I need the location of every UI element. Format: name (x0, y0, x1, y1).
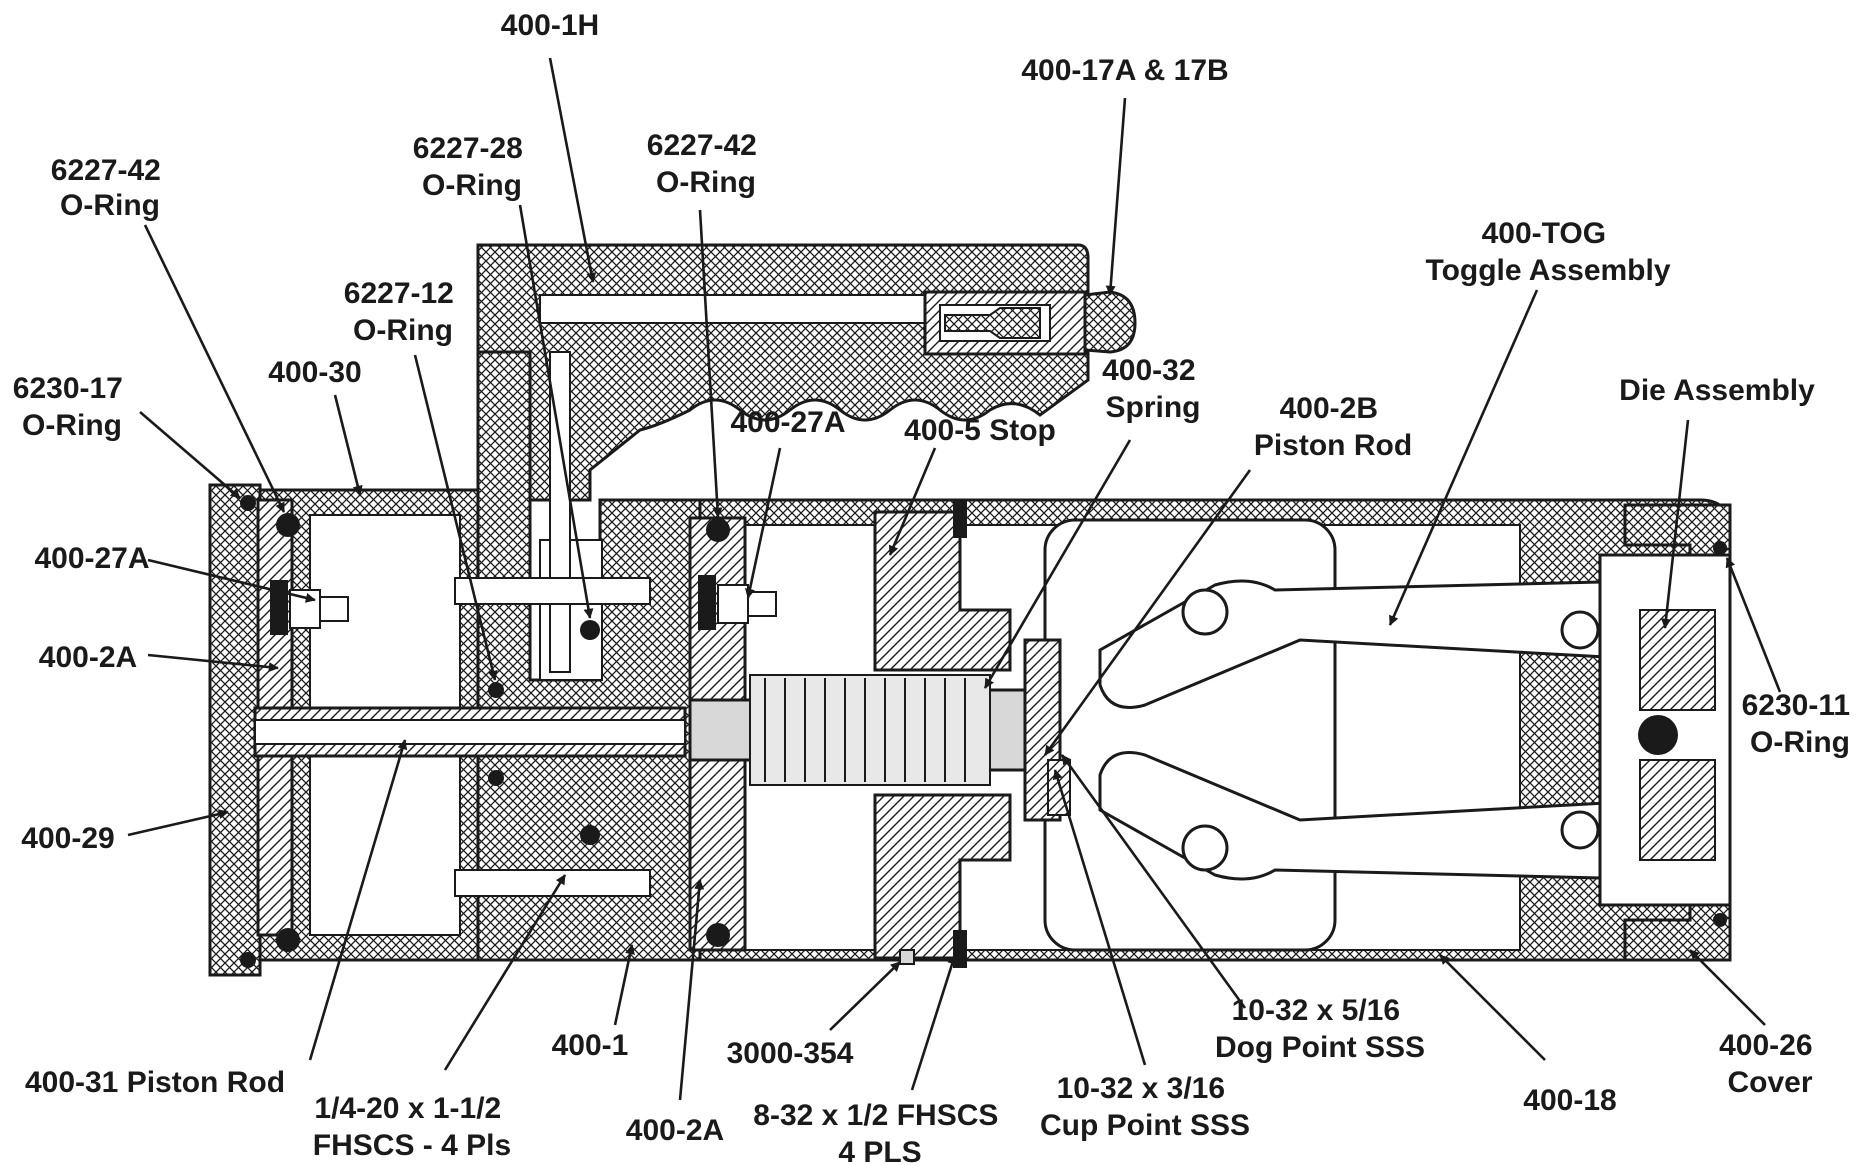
leader-6227-28 (518, 204, 594, 619)
label-6227-12: 6227-12 O-Ring (344, 277, 462, 347)
label-10-32-cup: 10-32 x 3/16 Cup Point SSS (1040, 1072, 1250, 1142)
leader-400-30 (333, 394, 363, 496)
toggle-pin-lower (1181, 824, 1229, 872)
leader-6230-11 (1725, 557, 1782, 693)
o-ring-6227-42-left-lower (276, 928, 300, 952)
leader-6227-42-mid (698, 209, 723, 518)
leader-400-17ab (1105, 97, 1127, 296)
label-6230-11: 6230-11 O-Ring (1742, 689, 1859, 759)
valve-knob (1083, 290, 1137, 354)
toggle-pin-right-lower (1560, 810, 1600, 850)
leader-400-2a-left (147, 653, 279, 673)
leader-6227-42-left (143, 224, 286, 513)
leader-fhscs-quarter (443, 874, 567, 1071)
leader-400-27a-mid (745, 447, 782, 599)
leader-400-2b (1043, 469, 1252, 756)
label-6227-28: 6227-28 O-Ring (413, 132, 531, 202)
fhscs-quarter-20-lower (454, 869, 651, 897)
valve-stem (944, 307, 1041, 339)
leader-fhscs-8-32 (910, 954, 957, 1091)
label-400-27a-mid: 400-27A (730, 406, 845, 439)
label-400-2b: 400-2B Piston Rod (1254, 392, 1412, 462)
spacer-3000-354 (899, 949, 915, 965)
leader-3000-354 (829, 961, 901, 1031)
label-400-2a-bottom: 400-2A (626, 1114, 724, 1147)
leader-400-5-stop (888, 447, 937, 556)
o-ring-6230-11-lower (1713, 913, 1727, 927)
leader-lines (127, 57, 1782, 1101)
handle-bore (539, 294, 941, 324)
label-400-32: 400-32 Spring (1102, 354, 1204, 424)
leader-400-18 (1439, 954, 1546, 1061)
label-400-31: 400-31 Piston Rod (25, 1066, 285, 1099)
die-center-pin (1638, 715, 1678, 755)
leader-400-26 (1689, 949, 1766, 1026)
body-400-1 (476, 350, 702, 962)
label-400-1h: 400-1H (501, 9, 599, 42)
label-400-18: 400-18 (1523, 1084, 1616, 1117)
label-die-assembly: Die Assembly (1619, 374, 1815, 407)
label-400-1: 400-1 (552, 1029, 629, 1062)
fhscs-quarter-20-upper (454, 577, 651, 605)
endcap-400-29 (208, 483, 262, 977)
leader-400-2a-bottom (678, 879, 705, 1101)
label-fhscs-quarter: 1/4-20 x 1-1/2 FHSCS - 4 Pls (313, 1092, 511, 1162)
label-400-2a-left: 400-2A (39, 641, 137, 674)
label-6227-42-mid: 6227-42 O-Ring (647, 129, 765, 199)
leader-400-31 (308, 739, 408, 1061)
leader-die-assembly (1661, 419, 1690, 629)
leader-400-1h (548, 57, 597, 283)
o-ring-6230-11 (1713, 541, 1727, 555)
leader-400-tog (1388, 289, 1539, 626)
label-6230-17: 6230-17 O-Ring (13, 372, 131, 442)
toggle-chamber (1043, 518, 1337, 952)
label-400-17ab: 400-17A & 17B (1021, 54, 1228, 87)
leader-10-32-dog (1060, 754, 1247, 1009)
die-upper (1639, 609, 1716, 711)
leader-400-27a-left (147, 558, 316, 603)
fhscs-8-32-lower (953, 930, 967, 968)
o-ring-6230-17-lower (240, 952, 256, 968)
label-10-32-dog: 10-32 x 5/16 Dog Point SSS (1215, 994, 1425, 1064)
label-fhscs-8-32: 8-32 x 1/2 FHSCS 4 PLS (753, 1099, 1006, 1165)
spring-400-32 (749, 674, 991, 786)
leader-400-1 (613, 944, 635, 1026)
label-400-tog: 400-TOG Toggle Assembly (1425, 217, 1670, 287)
die-lower (1639, 759, 1716, 861)
callout-labels: 400-1H 400-17A & 17B 6227-42 O-Ring 6227… (13, 9, 1859, 1165)
toggle-pin-upper (1181, 588, 1229, 636)
leader-10-32-cup (1052, 769, 1147, 1066)
piston-rod-bore (254, 719, 686, 745)
o-ring-6230-17 (240, 495, 256, 511)
leader-6227-12 (413, 354, 498, 681)
label-3000-354: 3000-354 (727, 1037, 854, 1070)
label-400-30: 400-30 (268, 356, 361, 389)
leader-6230-17 (139, 411, 241, 499)
check-valve-400-27a-left (270, 580, 349, 635)
fhscs-8-32-upper (953, 500, 967, 538)
o-ring-6227-28 (580, 620, 600, 640)
stop-400-5-lower (873, 793, 1012, 960)
o-ring-6227-42-mid (706, 518, 730, 542)
o-ring-6227-42-mid-lower (706, 923, 730, 947)
check-valve-400-27a-mid (698, 575, 777, 630)
o-ring-6227-42-left (276, 513, 300, 537)
label-6227-42-left: 6227-42 O-Ring (51, 154, 169, 222)
o-ring-6227-28-lower (580, 825, 600, 845)
cross-section-drawing (208, 243, 1732, 977)
leader-400-32 (983, 439, 1132, 689)
o-ring-6227-12-lower (488, 770, 504, 786)
label-400-29: 400-29 (21, 822, 114, 855)
label-400-27a-left: 400-27A (34, 542, 149, 575)
o-ring-6227-12 (488, 682, 504, 698)
label-400-5-stop: 400-5 Stop (904, 414, 1056, 447)
label-400-26: 400-26 Cover (1719, 1029, 1821, 1099)
leader-400-29 (127, 809, 229, 837)
toggle-pin-right-upper (1560, 610, 1600, 650)
